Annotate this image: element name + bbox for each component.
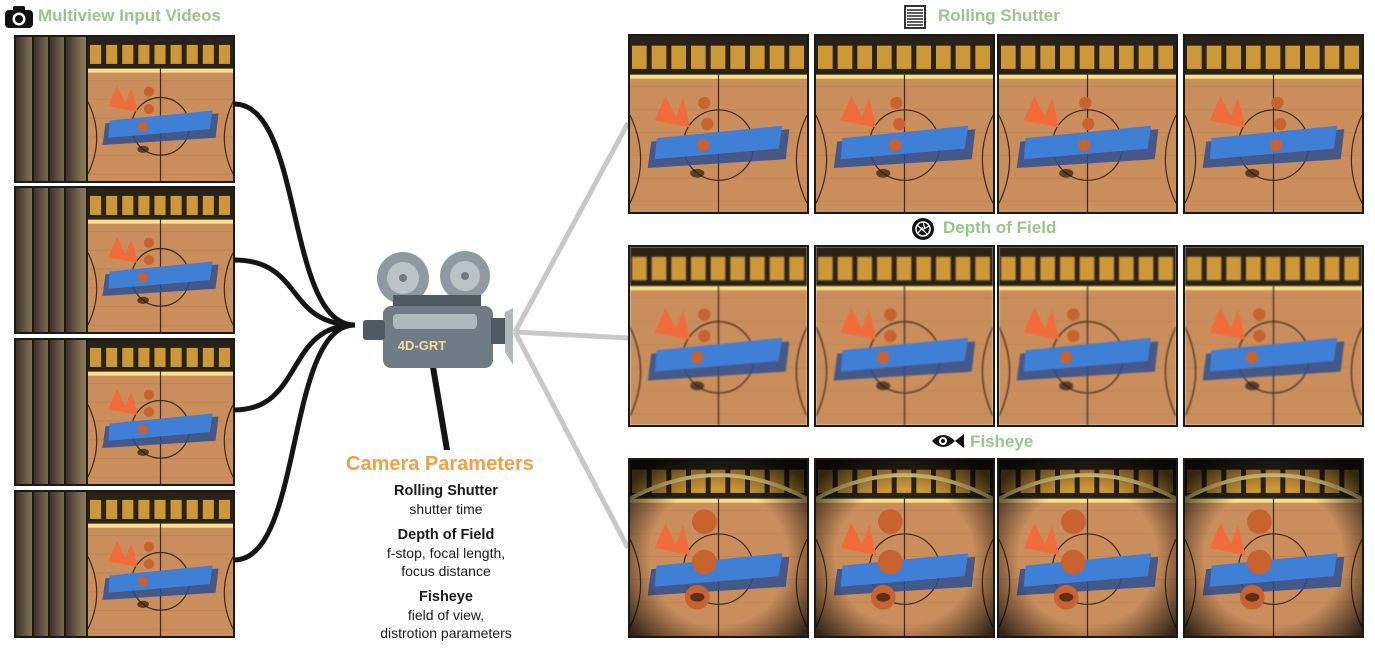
rolling-shutter-icon bbox=[904, 5, 926, 34]
film-camera-icon bbox=[363, 251, 513, 450]
parameter-value: field of view, bbox=[407, 607, 485, 623]
parameter-value: focus distance bbox=[401, 563, 491, 579]
parameter-name: Rolling Shutter bbox=[394, 483, 498, 499]
camera-parameters-title: Camera Parameters bbox=[346, 453, 534, 475]
input-connector-curve bbox=[233, 322, 356, 413]
input-video-frame bbox=[86, 186, 235, 334]
input-connectors bbox=[233, 101, 356, 563]
output-frame-rolling bbox=[814, 34, 995, 214]
camera-model-label: 4D-GRT bbox=[397, 338, 447, 353]
fisheye-icon bbox=[931, 431, 965, 456]
input-video-frame bbox=[86, 338, 235, 486]
output-frame-rolling bbox=[628, 34, 809, 214]
input-video-stack bbox=[14, 35, 235, 183]
input-video-stack bbox=[14, 338, 235, 486]
output-connector-line bbox=[512, 330, 631, 550]
output-frame-fisheye bbox=[997, 458, 1178, 638]
input-connector-curve bbox=[233, 257, 356, 328]
output-frame-dof bbox=[628, 245, 809, 427]
output-frame-fisheye bbox=[814, 458, 995, 638]
output-frame-dof bbox=[1183, 245, 1364, 427]
input-video-stack bbox=[14, 490, 235, 638]
parameter-name: Fisheye bbox=[419, 589, 473, 605]
input-video-frame bbox=[86, 35, 235, 183]
input-video-frame bbox=[86, 490, 235, 638]
output-row-title: Fisheye bbox=[970, 432, 1034, 451]
output-connector-line bbox=[514, 329, 629, 341]
aperture-icon bbox=[911, 217, 935, 246]
output-frame-fisheye bbox=[628, 458, 809, 638]
input-connector-curve bbox=[233, 101, 356, 328]
output-frame-rolling bbox=[1183, 34, 1364, 214]
output-frame-dof bbox=[997, 245, 1178, 427]
output-connectors bbox=[512, 121, 631, 550]
parameter-value: f-stop, focal length, bbox=[386, 545, 506, 561]
output-frame-rolling bbox=[997, 34, 1178, 214]
output-frame-dof bbox=[814, 245, 995, 427]
input-video-stack bbox=[14, 186, 235, 334]
parameter-name: Depth of Field bbox=[397, 527, 495, 543]
output-connector-line bbox=[512, 121, 631, 334]
output-frame-fisheye bbox=[1183, 458, 1364, 638]
parameter-value: distrotion parameters bbox=[380, 625, 512, 641]
inputs-title: Multiview Input Videos bbox=[38, 6, 221, 25]
output-row-title: Rolling Shutter bbox=[938, 6, 1060, 25]
camera-icon bbox=[4, 5, 34, 29]
output-row-title: Depth of Field bbox=[943, 218, 1057, 237]
parameter-value: shutter time bbox=[409, 501, 483, 517]
input-connector-curve bbox=[233, 322, 356, 563]
